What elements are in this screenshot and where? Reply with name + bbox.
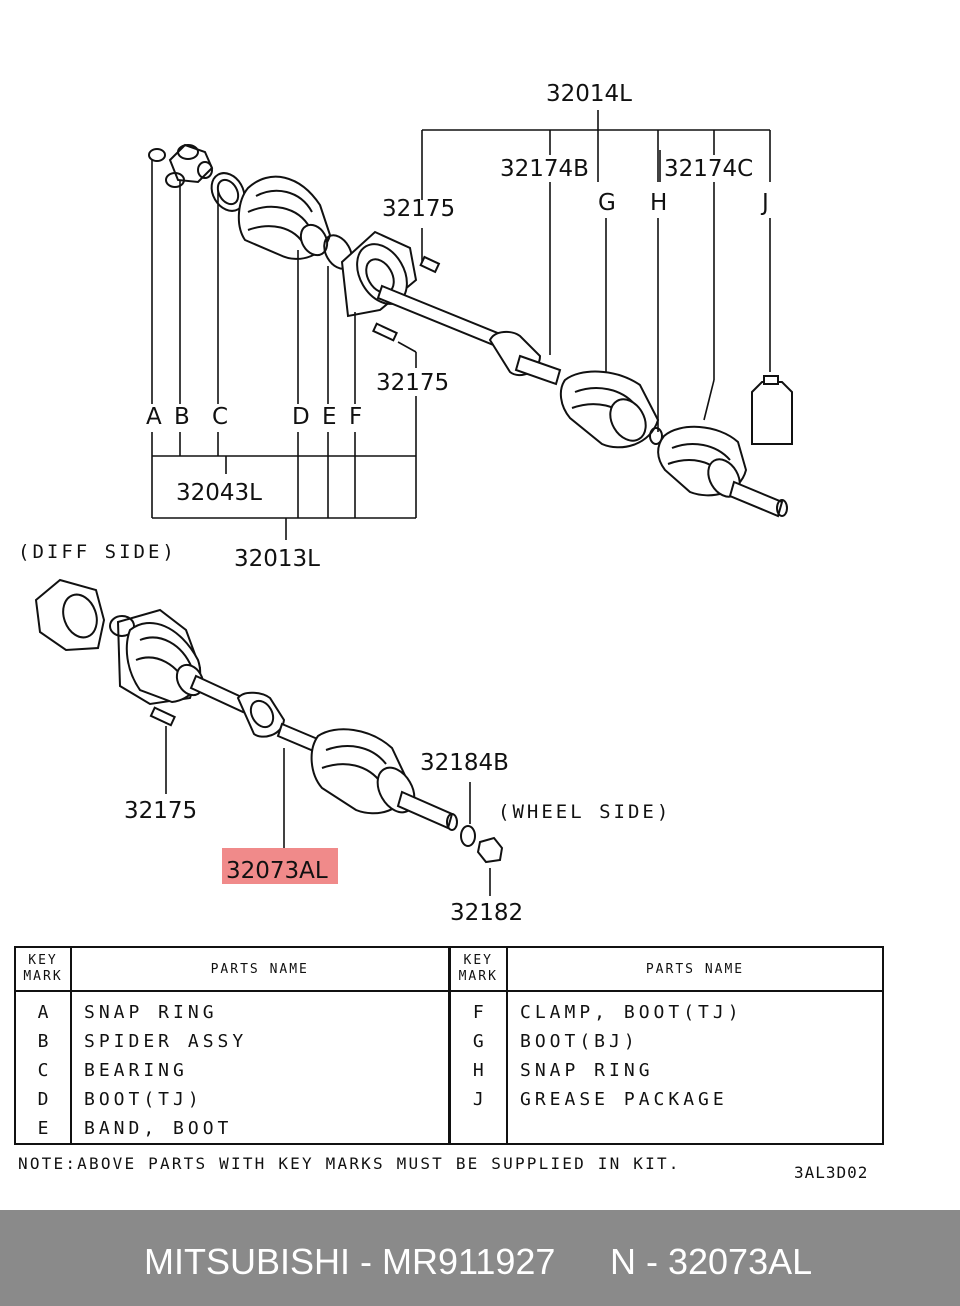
diff-side-label: (DIFF SIDE): [18, 541, 177, 563]
header-parts-name-right: PARTS NAME: [506, 947, 883, 992]
header-key-mark-right: KEY MARK: [447, 947, 507, 992]
callout-32073AL-highlighted: 32073AL: [226, 858, 328, 884]
callout-32184B: 32184B: [420, 750, 509, 776]
bolt-bottom-drawing: [149, 706, 176, 727]
header-parts-name-left: PARTS NAME: [70, 947, 449, 992]
drawing-code: 3AL3D02: [794, 1163, 869, 1182]
part-name-cell: SNAP RING: [70, 991, 449, 1027]
part-name-cell: [506, 1114, 883, 1144]
inner-leader-lines: [151, 160, 417, 518]
callout-32175-bottom: 32175: [124, 798, 197, 824]
callout-32182: 32182: [450, 900, 523, 926]
key-letter-e: E: [322, 404, 337, 430]
key-cell: D: [37, 1089, 49, 1110]
part-name-cell: BOOT(TJ): [70, 1085, 449, 1114]
key-cell: A: [37, 1002, 49, 1023]
snap-ring-h-drawing: [649, 427, 663, 445]
callout-32014L: 32014L: [546, 81, 632, 107]
part-name-cell: BAND, BOOT: [70, 1114, 449, 1144]
part-name-cell: BEARING: [70, 1056, 449, 1085]
table-row: C BEARING H SNAP RING: [15, 1056, 883, 1085]
kit-note: NOTE:ABOVE PARTS WITH KEY MARKS MUST BE …: [18, 1154, 681, 1173]
key-letter-j-top: J: [760, 190, 769, 216]
header-mark-label: MARK: [458, 969, 498, 984]
shaft-upper-drawing: [376, 284, 562, 386]
kit-inner-bracket: [151, 432, 416, 540]
grease-package-j-drawing: [751, 375, 793, 445]
key-cell: [447, 1114, 507, 1144]
part-name-cell: CLAMP, BOOT(TJ): [506, 991, 883, 1027]
footer-oem-number: N - 32073AL: [610, 1241, 813, 1282]
diff-gear-drawing: [34, 578, 106, 652]
part-name-cell: GREASE PACKAGE: [506, 1085, 883, 1114]
key-letter-a: A: [146, 404, 162, 430]
outer-leader-lines: [421, 182, 771, 432]
key-cell: C: [37, 1060, 49, 1081]
bolt-mid-drawing: [372, 322, 398, 342]
table-header-row: KEY MARK PARTS NAME KEY MARK PARTS NAME: [15, 947, 883, 992]
key-letter-h-top: H: [650, 190, 667, 216]
part-name-cell: SPIDER ASSY: [70, 1027, 449, 1056]
table-row: A SNAP RING F CLAMP, BOOT(TJ): [15, 991, 883, 1027]
table-row: D BOOT(TJ) J GREASE PACKAGE: [15, 1085, 883, 1114]
lower-leader-lines: [165, 726, 491, 896]
callout-32174B: 32174B: [500, 156, 589, 182]
nut-drawing: [476, 836, 504, 864]
header-key-mark-left: KEY MARK: [15, 947, 71, 992]
key-letter-d: D: [292, 404, 310, 430]
wheel-side-label: (WHEEL SIDE): [498, 801, 671, 823]
key-letter-b: B: [174, 404, 190, 430]
bearing-c-drawing: [210, 172, 246, 212]
key-cell: J: [447, 1085, 507, 1114]
key-letter-c: C: [212, 404, 228, 430]
outer-joint-assembled-drawing: [310, 728, 458, 831]
key-cell: B: [37, 1031, 49, 1052]
key-cell: H: [447, 1056, 507, 1085]
boot-wheel-side-drawing: [657, 425, 788, 518]
callout-32013L: 32013L: [234, 546, 320, 572]
shaft-lower-drawing: [189, 674, 322, 754]
exploded-parts-diagram: 32014L 32174B 32174C 32175 G H J: [18, 81, 793, 926]
callout-32175-top: 32175: [382, 196, 455, 222]
boot-tj-d-drawing: [237, 175, 332, 260]
footer-brand-part-number: MITSUBISHI - MR911927: [144, 1241, 556, 1282]
parts-table: KEY MARK PARTS NAME KEY MARK PARTS NAME …: [14, 946, 884, 1145]
part-name-cell: SNAP RING: [506, 1056, 883, 1085]
table-row: B SPIDER ASSY G BOOT(BJ): [15, 1027, 883, 1056]
table-row: E BAND, BOOT: [15, 1114, 883, 1144]
highlight-box: [222, 848, 338, 884]
key-letter-f: F: [349, 404, 362, 430]
spider-assy-b-drawing: [165, 143, 214, 188]
inner-joint-assembled-drawing: [109, 608, 205, 706]
washer-drawing: [460, 825, 476, 847]
key-cell: E: [37, 1118, 49, 1139]
key-letter-g-top: G: [598, 190, 616, 216]
part-name-cell: BOOT(BJ): [506, 1027, 883, 1056]
callout-32174C: 32174C: [664, 156, 753, 182]
callout-32175-mid: 32175: [376, 370, 449, 396]
header-mark-label: MARK: [23, 969, 63, 984]
footer-bar: [0, 1210, 960, 1306]
bolt-top-drawing: [419, 255, 441, 274]
snap-ring-a-drawing: [148, 148, 166, 162]
header-key-label: KEY: [28, 953, 58, 968]
callout-32043L: 32043L: [176, 480, 262, 506]
key-cell: F: [447, 991, 507, 1027]
boot-bj-g-drawing: [559, 370, 660, 449]
header-key-label: KEY: [463, 953, 493, 968]
kit-outer-bracket: [421, 110, 771, 200]
key-cell: G: [447, 1027, 507, 1056]
